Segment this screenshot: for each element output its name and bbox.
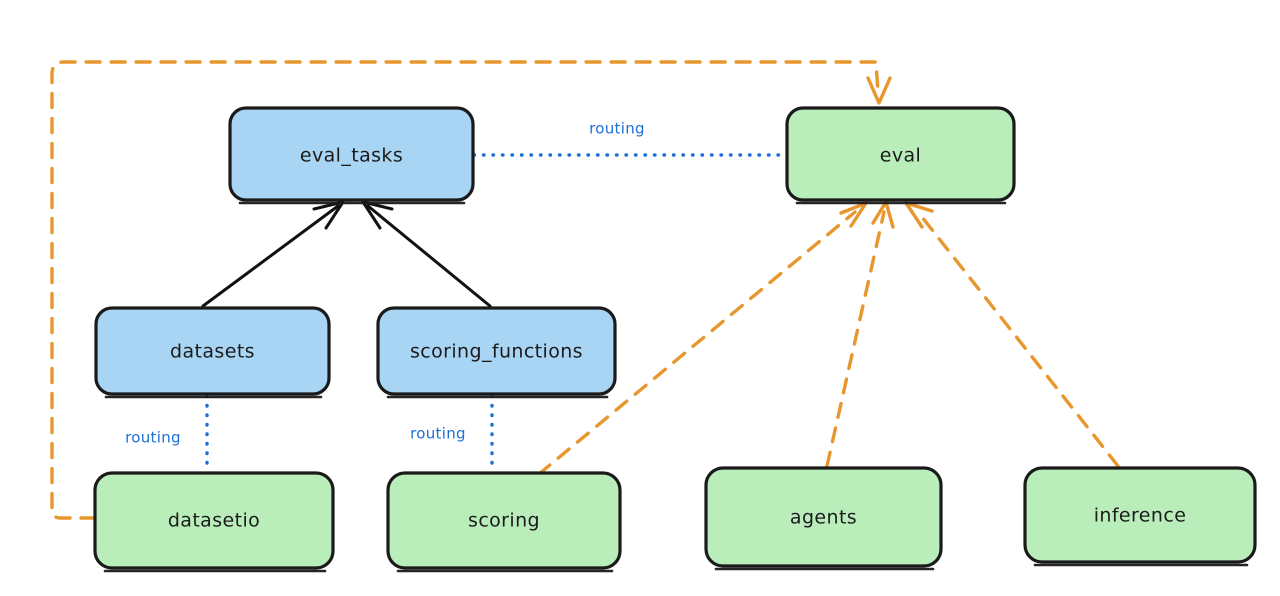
edge-label-routing-datasets: routing (125, 429, 181, 447)
edge-label-routing-eval-tasks: routing (589, 120, 645, 138)
node-scoring-functions-box (376, 306, 617, 396)
node-eval[interactable]: eval (785, 106, 1016, 205)
node-datasetio-box (93, 471, 335, 570)
node-inference-box (1023, 466, 1257, 564)
node-scoring-functions-label: scoring_functions (410, 341, 583, 363)
edge-agents-eval-line (825, 210, 886, 468)
edge-scoring-functions-eval-tasks-line (366, 204, 492, 308)
node-agents-box (704, 466, 943, 568)
node-scoring-label: scoring (468, 510, 540, 532)
node-datasetio-label: datasetio (168, 510, 260, 532)
node-eval-tasks-box (228, 106, 475, 202)
node-agents-label: agents (790, 507, 857, 529)
node-eval-tasks-label: eval_tasks (300, 145, 403, 167)
edge-datasetio-eval-arrowhead (866, 76, 892, 105)
node-inference-label: inference (1094, 505, 1187, 527)
edge-inference-eval-line (916, 210, 1120, 468)
edge-scoring-functions-eval-tasks (361, 200, 492, 308)
edge-datasets-eval-tasks (201, 200, 345, 308)
edge-datasetio-eval-line (50, 60, 880, 520)
node-eval-tasks[interactable]: eval_tasks (228, 106, 475, 205)
node-datasetio[interactable]: datasetio (93, 471, 335, 573)
node-datasets-label: datasets (170, 341, 255, 363)
node-datasets[interactable]: datasets (94, 306, 331, 399)
node-scoring[interactable]: scoring (386, 471, 622, 573)
node-inference[interactable]: inference (1023, 466, 1257, 567)
edge-datasetio-eval (50, 60, 892, 520)
node-eval-label: eval (880, 145, 921, 167)
edge-agents-eval (825, 200, 895, 468)
edge-datasets-eval-tasks-line (201, 204, 340, 308)
node-eval-box (785, 106, 1016, 202)
node-scoring-box (386, 471, 622, 570)
edge-inference-eval (904, 201, 1120, 468)
node-agents[interactable]: agents (704, 466, 943, 571)
edge-label-routing-scoring-functions: routing (410, 425, 466, 443)
edge-scoring-eval-line (537, 210, 857, 476)
node-scoring-functions[interactable]: scoring_functions (376, 306, 617, 399)
node-datasets-box (94, 306, 331, 396)
